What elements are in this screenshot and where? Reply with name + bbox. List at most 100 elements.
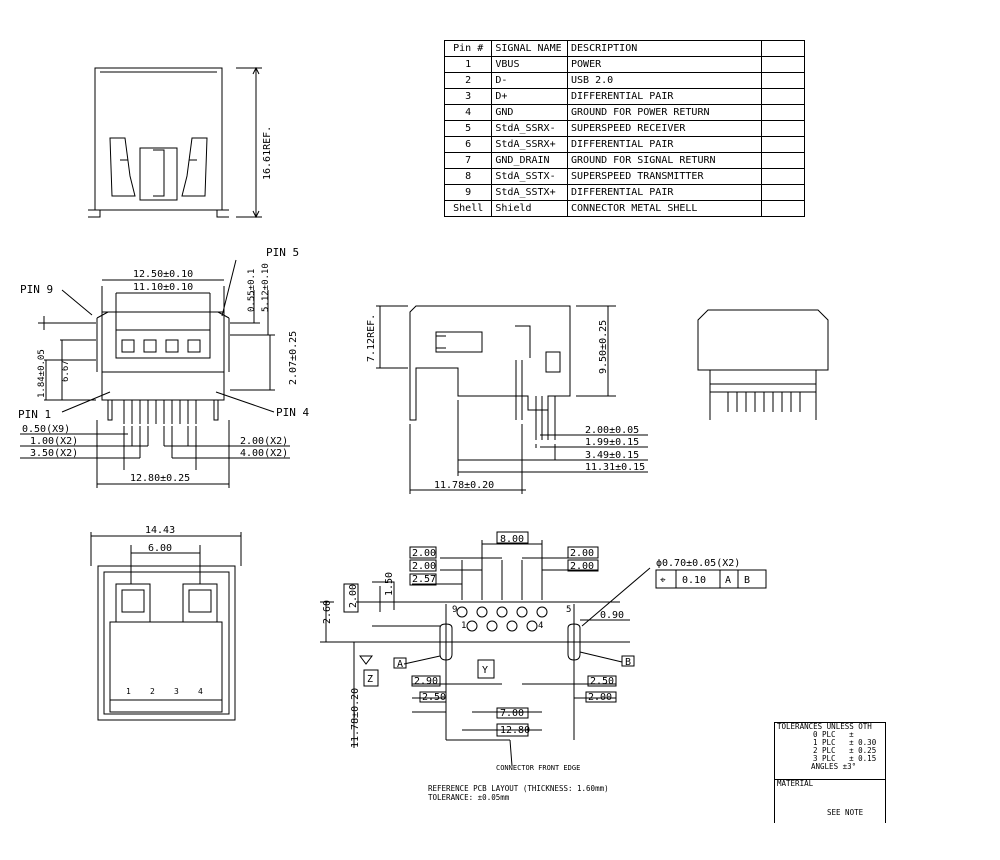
pcb-d290: 2.90 — [414, 676, 438, 687]
extra-cell — [760, 88, 806, 105]
bottom-contact-3: 3 — [174, 687, 179, 696]
table-row: 6 StdA_SSRX+ DIFFERENTIAL PAIR — [443, 136, 806, 153]
signal-cell: StdA_SSTX+ — [491, 184, 569, 201]
extra-cell — [760, 120, 806, 137]
table-row: 1 VBUS POWER — [443, 56, 806, 73]
extra-cell — [760, 200, 806, 217]
side-d349: 3.49±0.15 — [585, 450, 639, 461]
description-cell: USB 2.0 — [567, 72, 762, 89]
bottom-w600: 6.00 — [148, 543, 172, 554]
pin-cell: 9 — [443, 184, 493, 201]
front-w-base: 12.80±0.25 — [130, 473, 190, 484]
front-d400: 4.00(X2) — [240, 448, 288, 459]
pcb-d700: 7.00 — [500, 708, 524, 719]
front-d100: 1.00(X2) — [30, 436, 78, 447]
description-cell: DIFFERENTIAL PAIR — [567, 184, 762, 201]
table-row: 2 D- USB 2.0 — [443, 72, 806, 89]
tolerance-line: 2 PLC ± 0.25 — [813, 746, 877, 755]
pcb-pin5: 5 — [566, 605, 571, 615]
signal-cell: D- — [491, 72, 569, 89]
see-note-label: SEE NOTE — [827, 808, 864, 817]
pin-cell: 6 — [443, 136, 493, 153]
side-d199: 1.99±0.15 — [585, 437, 639, 448]
pcb-d250b: 2.50 — [590, 676, 614, 687]
side-view: 7.12REF. 9.50±0.25 2.00±0.05 1.99±0.15 3… — [366, 305, 648, 494]
extra-cell — [760, 136, 806, 153]
pcb-d200d: 2.00 — [570, 561, 594, 572]
front-w-inner: 11.10±0.10 — [133, 282, 193, 293]
pcb-d200e: 2.00 — [588, 692, 612, 703]
bottom-w1443: 14.43 — [145, 525, 175, 536]
description-cell: SUPERSPEED TRANSMITTER — [567, 168, 762, 185]
signal-cell: StdA_SSRX- — [491, 120, 569, 137]
pcb-d090: 0.90 — [600, 610, 624, 621]
pin-cell: 5 — [443, 120, 493, 137]
description-cell: CONNECTOR METAL SHELL — [567, 200, 762, 217]
signal-cell: GND_DRAIN — [491, 152, 569, 169]
pcb-hole: ϕ0.70±0.05(X2) — [656, 558, 740, 569]
front-d207: 2.07±0.25 — [288, 331, 299, 385]
front-d667: 6.67 — [61, 360, 71, 382]
table-row: 7 GND_DRAIN GROUND FOR SIGNAL RETURN — [443, 152, 806, 169]
bottom-contact-1: 1 — [126, 687, 131, 696]
pcb-d200v: 2.00 — [348, 584, 359, 608]
tolerance-line: 3 PLC ± 0.15 — [813, 754, 877, 763]
pcb-d1178v: 11.78±0.20 — [350, 688, 361, 748]
signal-col-header: SIGNAL NAME — [491, 40, 569, 57]
rear-view — [697, 309, 829, 420]
tolerance-line: 0 PLC ± — [813, 730, 854, 739]
pcb-d200c: 2.00 — [570, 548, 594, 559]
tolerance-line: 1 PLC ± 0.30 — [813, 738, 877, 747]
pcb-pin4: 4 — [538, 621, 543, 631]
pcb-label-a: A — [397, 659, 403, 670]
bottom-view: 14.43 6.00 1 2 3 4 — [90, 525, 242, 721]
side-d1178: 11.78±0.20 — [434, 480, 494, 491]
front-pin9-label: PIN 9 — [20, 283, 53, 296]
table-row: 4 GND GROUND FOR POWER RETURN — [443, 104, 806, 121]
signal-cell: VBUS — [491, 56, 569, 73]
side-h950: 9.50±0.25 — [598, 320, 609, 374]
table-row: 9 StdA_SSTX+ DIFFERENTIAL PAIR — [443, 184, 806, 201]
pcb-d150: 1.50 — [384, 572, 395, 596]
side-h-ref: 7.12REF. — [366, 314, 377, 362]
extra-col — [760, 40, 806, 57]
side-d1131: 11.31±0.15 — [585, 462, 645, 473]
description-col-header: DESCRIPTION — [567, 40, 762, 57]
table-row: 8 StdA_SSTX- SUPERSPEED TRANSMITTER — [443, 168, 806, 185]
pin-cell: Shell — [443, 200, 493, 217]
description-cell: DIFFERENTIAL PAIR — [567, 136, 762, 153]
pcb-note-line1: REFERENCE PCB LAYOUT (THICKNESS: 1.60mm) — [428, 784, 609, 793]
description-cell: GROUND FOR POWER RETURN — [567, 104, 762, 121]
pin-cell: 4 — [443, 104, 493, 121]
pin-cell: 1 — [443, 56, 493, 73]
pcb-pin9: 9 — [452, 605, 457, 615]
front-d512: 5.12±0.10 — [261, 263, 271, 312]
front-d184: 1.84±0.05 — [37, 349, 47, 398]
pcb-d260: 2.60 — [322, 600, 333, 624]
pin-cell: 2 — [443, 72, 493, 89]
signal-cell: StdA_SSTX- — [491, 168, 569, 185]
front-d350: 3.50(X2) — [30, 448, 78, 459]
pin-table-header-row: Pin # SIGNAL NAME DESCRIPTION — [443, 40, 806, 57]
tolerance-title: TOLERANCES UNLESS OTH — [777, 722, 872, 731]
table-row: 5 StdA_SSRX- SUPERSPEED RECEIVER — [443, 120, 806, 137]
extra-cell — [760, 184, 806, 201]
pcb-layout: 8.00 2.00 2.00 2.00 2.00 2.57 1.50 2.00 … — [320, 531, 767, 802]
front-view: 12.50±0.10 11.10±0.10 0.55±0.1 5.12±0.10… — [18, 246, 309, 488]
pcb-front-edge: CONNECTOR FRONT EDGE — [496, 764, 580, 772]
signal-cell: D+ — [491, 88, 569, 105]
table-row: 3 D+ DIFFERENTIAL PAIR — [443, 88, 806, 105]
front-pin4-label: PIN 4 — [276, 406, 309, 419]
tolerance-block: TOLERANCES UNLESS OTH 0 PLC ± 1 PLC ± 0.… — [774, 722, 886, 823]
pcb-label-y: Y — [482, 665, 488, 676]
pcb-d200b: 2.00 — [412, 561, 436, 572]
description-cell: DIFFERENTIAL PAIR — [567, 88, 762, 105]
pcb-d257: 2.57 — [412, 574, 436, 585]
pcb-d250a: 2.50 — [422, 692, 446, 703]
extra-cell — [760, 104, 806, 121]
pin-assignment-table: Pin # SIGNAL NAME DESCRIPTION 1 VBUS POW… — [443, 40, 806, 217]
description-cell: SUPERSPEED RECEIVER — [567, 120, 762, 137]
extra-cell — [760, 152, 806, 169]
pin-cell: 7 — [443, 152, 493, 169]
